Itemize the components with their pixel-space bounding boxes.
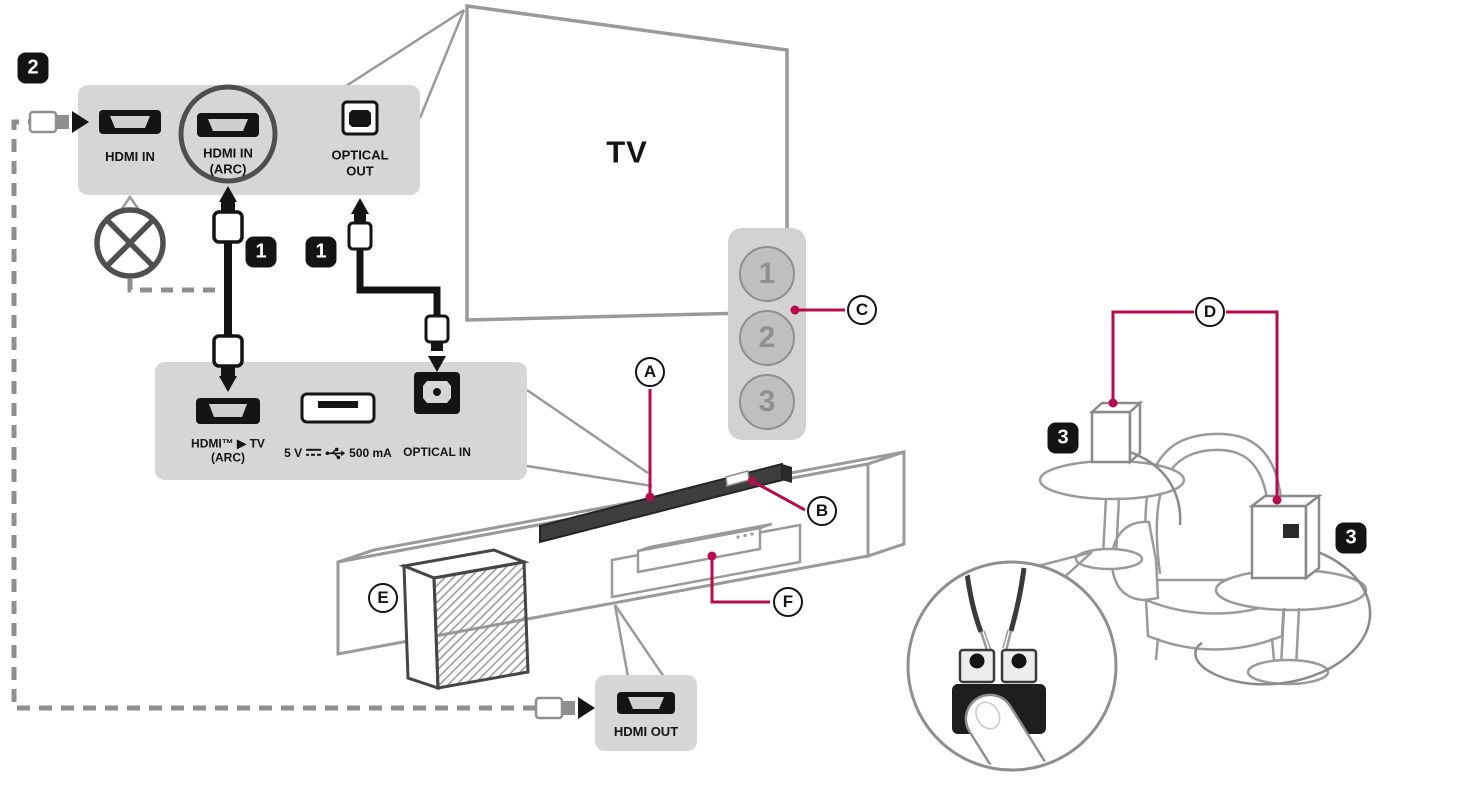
tv-button-3-label: 3: [758, 385, 776, 418]
hdmi-in-arc-port-icon: [197, 113, 259, 137]
callout-f: F: [773, 587, 803, 617]
arc-emphasis-circle: [178, 84, 278, 184]
prohibited-connection: [94, 194, 224, 293]
callout-c: C: [847, 295, 877, 325]
soundbar-rear-panel: [155, 362, 527, 480]
callout-a: A: [635, 357, 665, 387]
step-badge-1-hdmi: 1: [245, 236, 277, 268]
optical-out-label: OPTICAL OUT: [331, 147, 389, 178]
speaker-wire: [1008, 567, 1027, 632]
step-badge-3-right: 3: [1335, 522, 1367, 554]
usb-icon: [325, 447, 346, 459]
tv-label: TV: [606, 134, 648, 170]
tv-side-buttons-panel: [728, 228, 806, 440]
left-rear-speaker: [1088, 400, 1182, 526]
set-top-box: [636, 522, 773, 574]
optical-in-label: OPTICAL IN: [403, 444, 471, 459]
step-badge-3-left: 3: [1047, 422, 1079, 454]
hdmi-plug-icon: [28, 110, 89, 134]
soundbar-panel-pointer: [526, 388, 653, 488]
tv-panel-pointer: [345, 8, 466, 119]
hdmi-arc-port-icon: [196, 398, 260, 424]
usb-port-label: 5 V 500 mA: [284, 446, 392, 460]
optical-in-port-icon: [414, 372, 460, 414]
callout-b: B: [807, 496, 837, 526]
soundbar: [539, 462, 792, 544]
hdmi-plug-icon: [534, 696, 595, 720]
dc-power-icon: [306, 448, 322, 458]
hdmi-arc-cable: [212, 186, 244, 392]
usb-voltage-label: 5 V: [284, 445, 303, 460]
usb-current-label: 500 mA: [349, 445, 392, 460]
left-side-table: [1038, 459, 1186, 571]
hdmi-out-panel: [595, 675, 697, 751]
no-icon: [94, 207, 166, 279]
hdmi-in-port-icon: [99, 110, 161, 134]
hdmi-out-pointer: [613, 604, 666, 678]
step-badge-1-optical: 1: [305, 236, 337, 268]
callout-e: E: [368, 583, 398, 613]
optical-cable: [347, 198, 450, 372]
tv-button-3-icon: [739, 374, 795, 430]
usb-port-icon: [300, 392, 376, 424]
hdmi-in-label: HDMI IN: [105, 149, 155, 165]
callout-d: D: [1195, 297, 1225, 327]
step-badge-2: 2: [17, 52, 49, 84]
hdmi-out-cable: [11, 110, 595, 720]
subwoofer: [398, 548, 530, 691]
hdmi-in-arc-label: HDMI IN (ARC): [203, 145, 253, 176]
tv-button-1-icon: [739, 246, 795, 302]
tv-button-2-label: 2: [758, 321, 776, 354]
optical-out-port-icon: [341, 100, 379, 136]
tv-button-1-label: 1: [758, 257, 776, 290]
callout-lines: [645, 305, 1282, 604]
hdmi-out-port-icon: [617, 692, 675, 714]
tv-button-2-icon: [739, 310, 795, 366]
right-rear-speaker: [1194, 493, 1372, 686]
tv-rear-panel: [78, 84, 420, 195]
hdmi-arc-label: HDMI™ ▶ TV (ARC): [191, 436, 265, 465]
speaker-wire: [1194, 546, 1372, 686]
wire-terminal-magnifier: [906, 560, 1118, 772]
hdmi-out-label: HDMI OUT: [613, 724, 679, 740]
